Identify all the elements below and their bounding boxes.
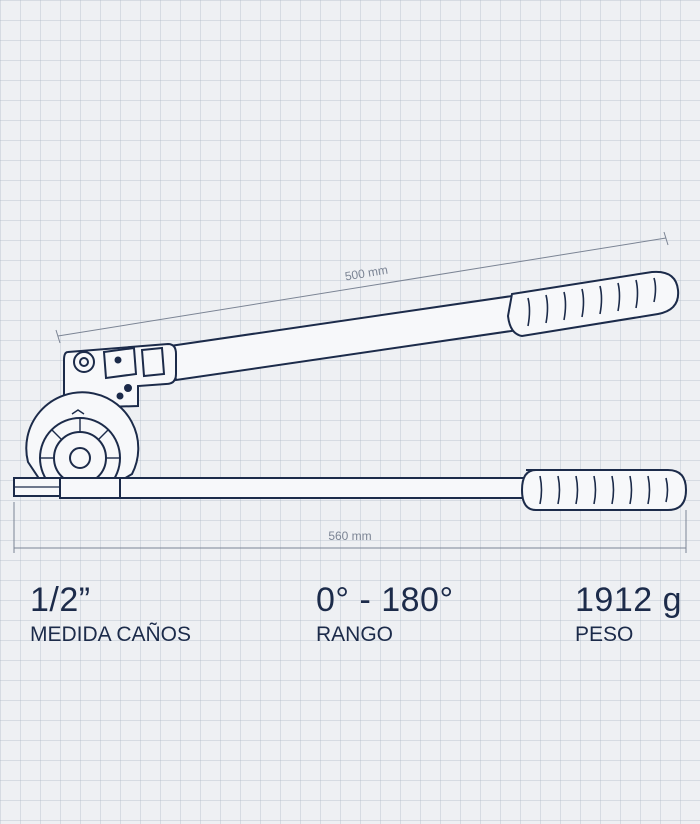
spec-range-value: 0° - 180° bbox=[316, 581, 454, 619]
dimension-560mm-label: 560 mm bbox=[328, 529, 371, 543]
dimension-500mm-label: 500 mm bbox=[344, 263, 389, 284]
spec-pipe-size-value: 1/2” bbox=[30, 581, 91, 619]
clamp-head bbox=[63, 342, 177, 410]
spec-weight: 1912 g PESO bbox=[575, 580, 682, 648]
spec-range: 0° - 180° RANGO bbox=[316, 580, 454, 648]
tube-bender-drawing: 500 mm 560 mm bbox=[13, 231, 688, 553]
dimension-500mm bbox=[55, 231, 669, 344]
spec-pipe-size-label: MEDIDA CAÑOS bbox=[30, 623, 192, 646]
dimension-560mm bbox=[13, 502, 687, 553]
upper-handle bbox=[168, 270, 680, 382]
spec-pipe-size: 1/2” MEDIDA CAÑOS bbox=[30, 580, 191, 648]
spec-weight-value: 1912 g bbox=[575, 581, 682, 619]
spec-range-label: RANGO bbox=[316, 623, 394, 646]
spec-weight-label: PESO bbox=[575, 623, 634, 646]
lower-handle bbox=[59, 469, 688, 511]
